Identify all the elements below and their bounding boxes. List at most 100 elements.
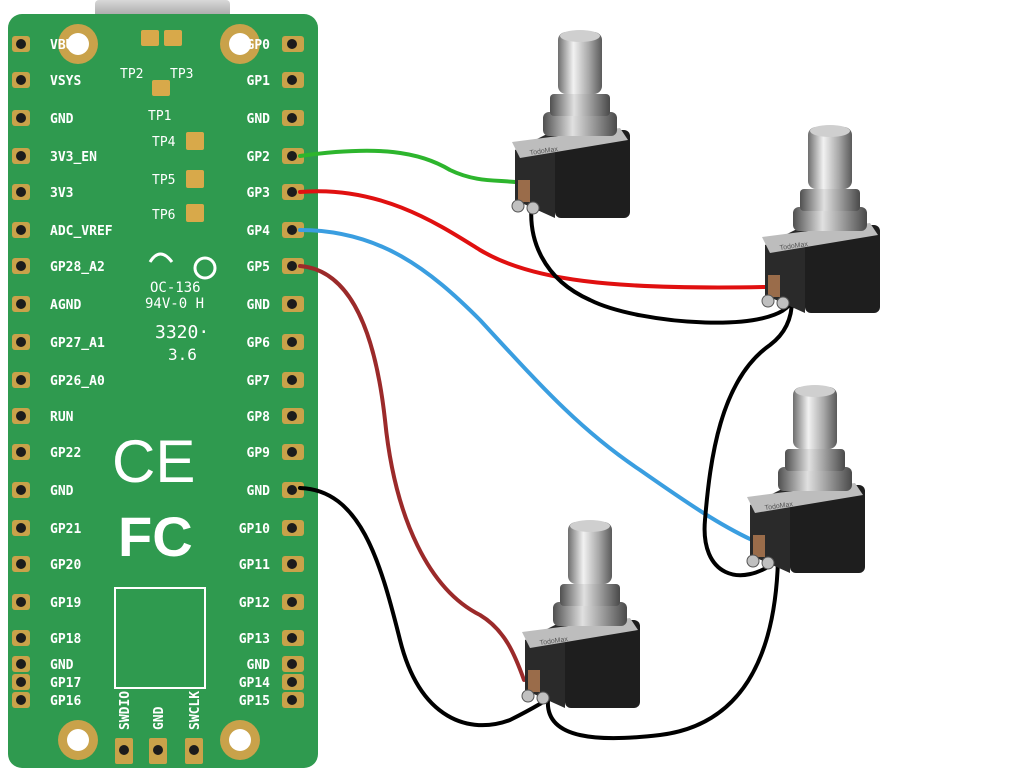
- pcb-body: [8, 14, 318, 768]
- right-pin-6: GP5: [247, 258, 304, 275]
- left-pin-18: GP17: [12, 674, 81, 691]
- left-pin-0: VBUS: [12, 36, 81, 53]
- left-pin-label-5: ADC_VREF: [50, 224, 113, 239]
- left-pin-label-10: RUN: [50, 410, 74, 425]
- right-pin-12: GND: [247, 482, 304, 499]
- rp2040-outline: [114, 587, 206, 689]
- tp1-label: TP1: [148, 109, 171, 124]
- bottom-pin-label-1: GND: [152, 706, 167, 730]
- bottom-pin-label-0: SWDIO: [118, 691, 133, 730]
- right-pin-10: GP8: [247, 408, 304, 425]
- ul-logo: [148, 252, 217, 280]
- test-point-pads: [141, 30, 204, 222]
- right-pin-label-13: GP10: [239, 522, 270, 537]
- silk-line4: 3.6: [168, 345, 197, 364]
- right-pin-label-14: GP11: [239, 558, 270, 573]
- right-pin-label-6: GP5: [247, 260, 270, 275]
- pushbutton-switch-2: TodoMax: [761, 125, 880, 313]
- left-pin-3: 3V3_EN: [12, 148, 97, 165]
- right-pin-1: GP1: [247, 72, 304, 89]
- left-pin-1: VSYS: [12, 72, 81, 89]
- right-pin-9: GP7: [247, 372, 304, 389]
- right-pin-2: GND: [247, 110, 304, 127]
- fcc-mark: FC: [118, 505, 193, 568]
- right-pin-label-0: GP0: [247, 38, 271, 53]
- bottom-pin-0: SWDIO: [115, 691, 133, 764]
- wire-gnd-black-4: [529, 193, 794, 325]
- left-pin-14: GP20: [12, 556, 81, 573]
- left-pin-label-7: AGND: [50, 298, 81, 313]
- silk-line3: 3320·: [155, 322, 209, 343]
- left-pin-label-17: GND: [50, 658, 74, 673]
- right-pin-label-7: GND: [247, 298, 271, 313]
- wire-gp2-green: [298, 148, 517, 184]
- left-pin-17: GND: [12, 656, 74, 673]
- tp3-label: TP3: [170, 67, 193, 82]
- right-pin-0: GP0: [247, 36, 304, 53]
- left-pin-8: GP27_A1: [12, 334, 105, 351]
- right-pin-label-10: GP8: [247, 410, 271, 425]
- right-pin-label-2: GND: [247, 112, 271, 127]
- right-pin-16: GP13: [239, 630, 304, 647]
- right-pin-5: GP4: [247, 222, 304, 239]
- left-pin-label-16: GP18: [50, 632, 81, 647]
- wire-gp4-blue: [298, 228, 754, 542]
- ce-mark: CE: [112, 428, 195, 495]
- right-pin-11: GP9: [247, 444, 304, 461]
- tp6-label: TP6: [152, 208, 175, 223]
- left-pin-6: GP28_A2: [12, 258, 105, 275]
- wire-gnd-black-2: [545, 558, 780, 741]
- left-pin-4: 3V3: [12, 184, 73, 201]
- right-pin-label-15: GP12: [239, 596, 270, 611]
- switch-brand-label: TodoMax: [539, 636, 569, 647]
- right-pin-7: GND: [247, 296, 304, 313]
- left-pin-16: GP18: [12, 630, 81, 647]
- right-pin-14: GP11: [239, 556, 304, 573]
- pushbutton-switch-1: TodoMax: [511, 30, 630, 218]
- left-pin-label-0: VBUS: [50, 38, 81, 53]
- right-pin-label-8: GP6: [247, 336, 271, 351]
- right-pin-label-18: GP14: [239, 676, 270, 691]
- right-pin-label-5: GP4: [247, 224, 271, 239]
- right-pin-label-12: GND: [247, 484, 271, 499]
- right-pin-15: GP12: [239, 594, 304, 611]
- bottom-pin-label-2: SWCLK: [188, 691, 203, 730]
- left-pin-label-12: GND: [50, 484, 74, 499]
- left-pin-19: GP16: [12, 692, 81, 709]
- right-pin-18: GP14: [239, 674, 304, 691]
- right-pin-label-3: GP2: [247, 150, 270, 165]
- bottom-pin-2: SWCLK: [185, 691, 203, 764]
- left-pin-label-18: GP17: [50, 676, 81, 691]
- left-pin-label-15: GP19: [50, 596, 81, 611]
- right-pin-label-11: GP9: [247, 446, 270, 461]
- left-pin-label-2: GND: [50, 112, 74, 127]
- left-pin-11: GP22: [12, 444, 81, 461]
- tp5-label: TP5: [152, 173, 175, 188]
- left-pin-7: AGND: [12, 296, 81, 313]
- right-pin-label-9: GP7: [247, 374, 270, 389]
- switch-brand-label: TodoMax: [779, 241, 809, 252]
- tp4-label: TP4: [152, 135, 176, 150]
- left-pin-label-13: GP21: [50, 522, 81, 537]
- right-pin-17: GND: [247, 656, 304, 673]
- right-pin-label-17: GND: [247, 658, 271, 673]
- tp2-label: TP2: [120, 67, 143, 82]
- left-pin-label-4: 3V3: [50, 186, 73, 201]
- wire-gp3-red: [298, 189, 767, 290]
- wires: [298, 148, 794, 741]
- left-pin-5: ADC_VREF: [12, 222, 113, 239]
- left-pin-12: GND: [12, 482, 74, 499]
- right-pin-label-19: GP15: [239, 694, 270, 709]
- right-pin-label-4: GP3: [247, 186, 270, 201]
- left-pin-label-3: 3V3_EN: [50, 150, 97, 165]
- left-pin-label-19: GP16: [50, 694, 81, 709]
- left-pin-9: GP26_A0: [12, 372, 105, 389]
- silkscreen: TP2 TP3 TP1 TP4 TP5 TP6 OC-136 94V-0 H 3…: [112, 67, 209, 568]
- left-pin-label-8: GP27_A1: [50, 336, 105, 351]
- switch-brand-label: TodoMax: [529, 146, 559, 157]
- right-pin-label-16: GP13: [239, 632, 270, 647]
- right-pin-label-1: GP1: [247, 74, 271, 89]
- right-pin-8: GP6: [247, 334, 304, 351]
- silk-line2: 94V-0 H: [145, 296, 204, 312]
